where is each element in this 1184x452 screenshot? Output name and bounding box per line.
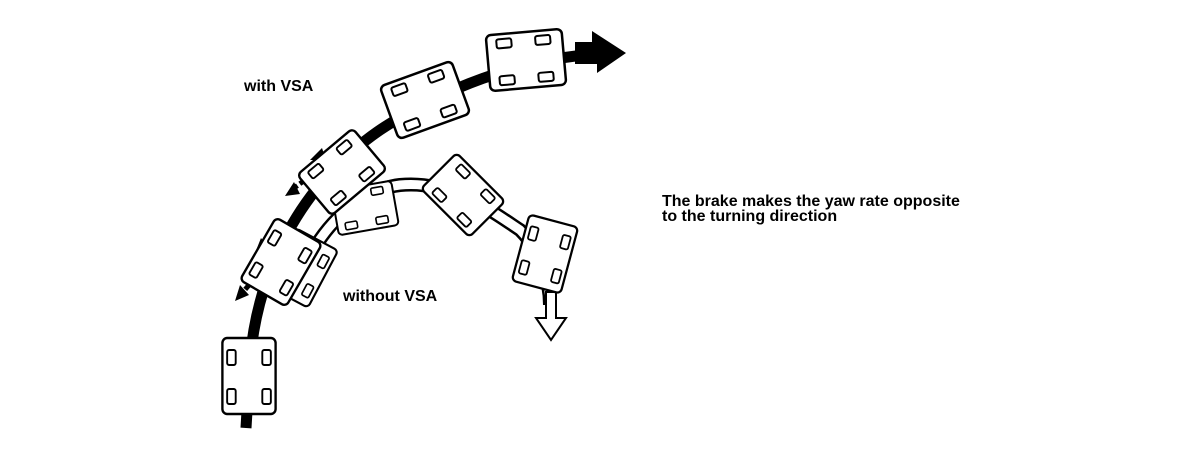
car-with-vsa-4 (484, 27, 568, 93)
car-with-vsa-3 (378, 59, 472, 141)
without-vsa-label: without VSA (343, 288, 438, 305)
vsa-direction-arrow (575, 31, 626, 73)
caption-line-2: to the turning direction (662, 208, 838, 225)
car-without-vsa-3 (419, 151, 507, 239)
with-vsa-label: with VSA (244, 78, 314, 95)
caption-text: The brake makes the yaw rate opposite to… (662, 193, 960, 225)
non-vsa-direction-arrow (534, 291, 568, 342)
caption-line-1: The brake makes the yaw rate opposite (662, 193, 960, 210)
car-start (221, 336, 277, 416)
